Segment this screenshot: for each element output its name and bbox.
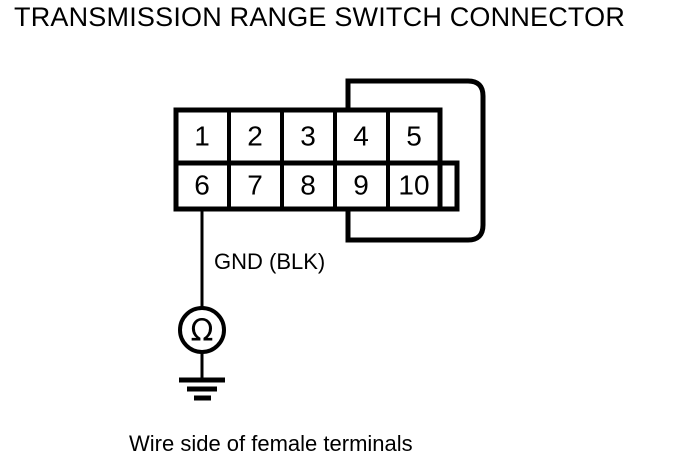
pin-label-8: 8: [300, 169, 316, 200]
pin-label-6: 6: [194, 169, 210, 200]
pin-grid: [173, 107, 460, 212]
pin-label-5: 5: [406, 120, 422, 151]
pin-label-3: 3: [300, 120, 316, 151]
ohmmeter-symbol: Ω: [178, 306, 226, 354]
omega-icon: Ω: [191, 314, 214, 349]
ground-symbol: [179, 377, 225, 401]
pin-row-bottom-box: [173, 160, 443, 212]
connector-shell-outline: [345, 78, 486, 243]
ground-wire-label: GND (BLK): [214, 249, 326, 274]
pin-row-top-box: [173, 107, 443, 166]
pin-label-2: 2: [247, 120, 263, 151]
pin-label-4: 4: [353, 120, 369, 151]
diagram-caption: Wire side of female terminals: [129, 431, 413, 456]
page-title: TRANSMISSION RANGE SWITCH CONNECTOR: [14, 2, 626, 32]
pin-label-9: 9: [353, 169, 369, 200]
pin-label-10: 10: [398, 169, 429, 200]
pin-label-1: 1: [194, 120, 210, 151]
pin-label-7: 7: [247, 169, 263, 200]
keyway-notch-cell: [437, 160, 460, 212]
